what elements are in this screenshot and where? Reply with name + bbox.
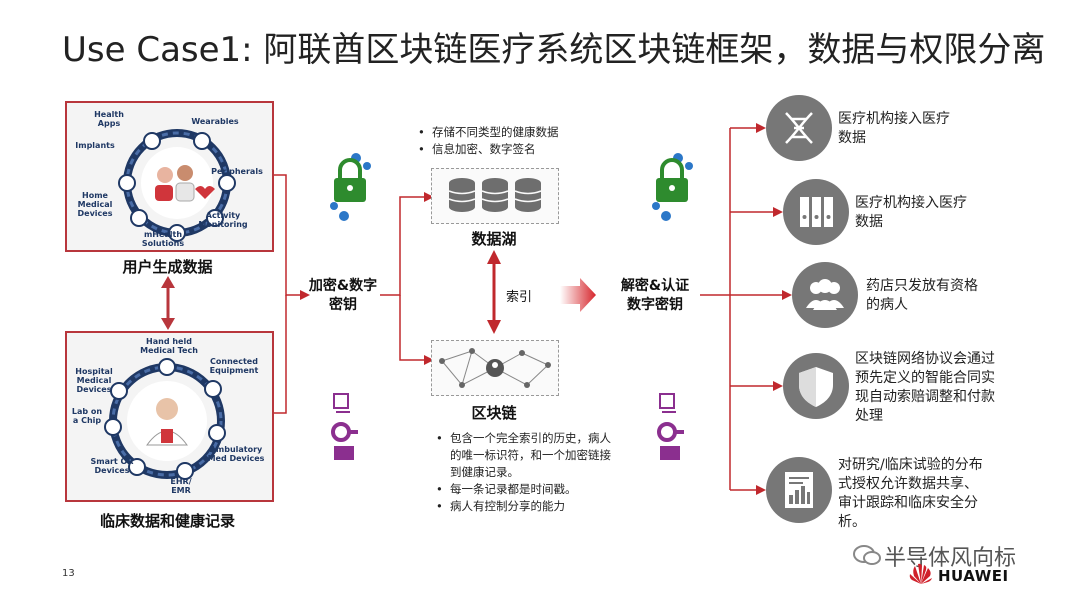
blockchain-bullet: 包含一个完全索引的历史，病人的唯一标识符，和一个加密链接到健康记录。 [432, 430, 622, 481]
watermark-text: 半导体风向标 [884, 546, 1017, 571]
purple-key-icon [331, 393, 358, 460]
page-title: Use Case1: 阿联酋区块链医疗系统区块链框架，数据与权限分离 [62, 30, 1046, 70]
datalake-box [431, 168, 559, 224]
people-icon [792, 262, 858, 328]
label-hand-held-medical-tech: Hand held Medical Tech [140, 337, 198, 355]
encrypt-digital-key-label: 加密&数字密钥 [308, 278, 378, 313]
shield-icon [783, 353, 849, 419]
blockchain-bullet: 病人有控制分享的能力 [432, 498, 622, 515]
clinical-data-box: Hand held Medical Tech Connected Equipme… [65, 331, 274, 502]
wechat-icon [853, 545, 881, 565]
label-smart-or-devices: Smart OR Devices [90, 457, 134, 475]
right-item-text: 对研究/临床试验的分布式授权允许数据共享、审计跟踪和临床安全分析。 [838, 457, 983, 530]
label-wearables: Wearables [191, 117, 239, 126]
network-icon [439, 348, 551, 388]
device-ring-diagram [118, 129, 236, 242]
label-lab-on-a-chip: Lab on a Chip [71, 407, 103, 425]
blockchain-bullet: 每一条记录都是时间戳。 [432, 481, 622, 498]
label-connected-equipment: Connected Equipment [209, 357, 259, 375]
report-icon [766, 457, 832, 523]
index-label: 索引 [506, 290, 533, 305]
lock-gears-icon-right [652, 153, 693, 221]
datalake-bullet: 信息加密、数字签名 [414, 141, 604, 158]
lock-gears-icon [330, 153, 371, 221]
label-ambulatory-med-devices: Ambulatory Med Devices [207, 445, 265, 463]
huawei-logo-icon [909, 563, 932, 584]
blockchain-box [431, 340, 559, 396]
right-item-text: 医疗机构接入医疗数据 [855, 195, 967, 230]
label-health-apps: Health Apps [94, 110, 124, 128]
datalake-label: 数据湖 [471, 230, 517, 248]
huawei-brand: HUAWEI [938, 567, 1009, 585]
label-activity-monitoring: Activity Monitoring [198, 211, 248, 229]
label-home-medical-devices: Home Medical Devices [77, 191, 113, 218]
decrypt-digital-key-label: 解密&认证数字密钥 [620, 278, 690, 313]
binders-icon [783, 179, 849, 245]
purple-key-icon-right [657, 393, 684, 460]
dna-icon [766, 95, 832, 161]
blockchain-label: 区块链 [471, 404, 517, 422]
right-item-text: 药店只发放有资格的病人 [866, 278, 978, 313]
page-number: 13 [62, 568, 75, 579]
user-generated-data-box: Health Apps Wearables Implants Periphera… [65, 101, 274, 252]
datalake-bullet: 存储不同类型的健康数据 [414, 124, 604, 141]
database-icon [448, 178, 542, 212]
right-item-text: 区块链网络协议会通过预先定义的智能合同实现自动索赔调整和付款处理 [855, 351, 995, 424]
datalake-bullets: 存储不同类型的健康数据 信息加密、数字签名 [414, 124, 604, 158]
clinical-data-caption: 临床数据和健康记录 [99, 512, 235, 530]
right-item-text: 医疗机构接入医疗数据 [838, 111, 950, 146]
label-mhealth-solutions: mHealth Solutions [141, 230, 185, 248]
blockchain-bullets: 包含一个完全索引的历史，病人的唯一标识符，和一个加密链接到健康记录。 每一条记录… [432, 430, 622, 515]
label-hospital-medical-devices: Hospital Medical Devices [75, 367, 113, 394]
clinical-ring-diagram [104, 358, 226, 480]
label-implants: Implants [75, 141, 115, 150]
label-peripherals: Peripherals [211, 167, 263, 176]
user-generated-data-caption: 用户生成数据 [122, 258, 213, 276]
label-ehr-emr: EHR/ EMR [170, 477, 192, 495]
